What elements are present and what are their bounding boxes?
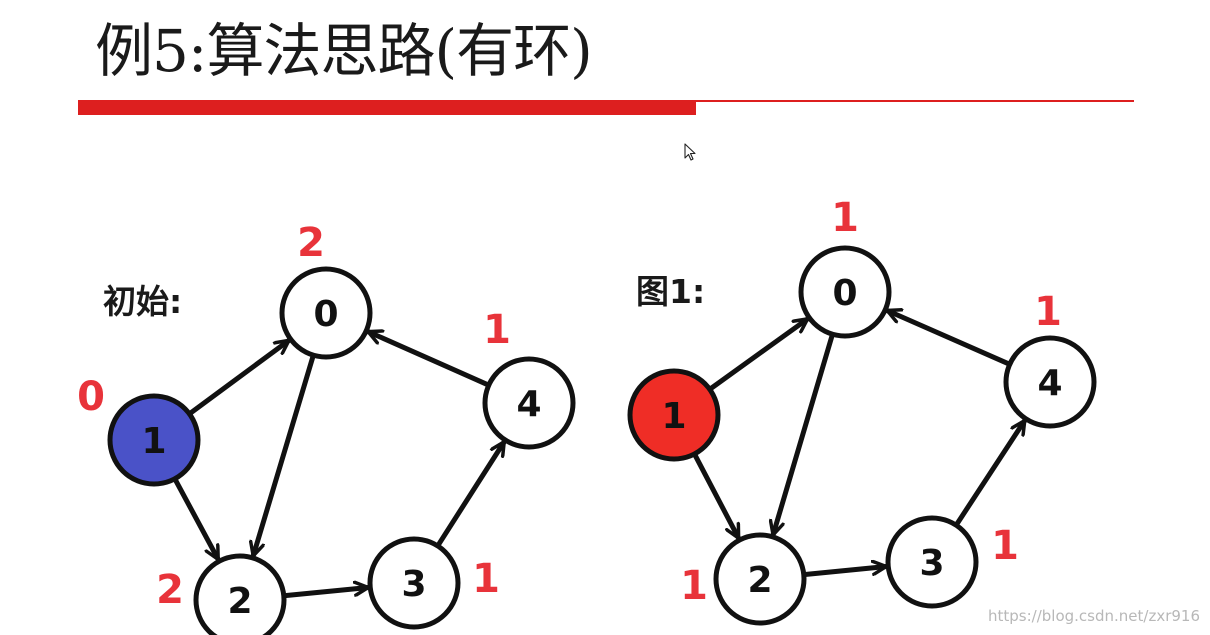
node-label: 3 [401, 564, 426, 605]
in-degree-label: 1 [483, 307, 511, 353]
node-label: 2 [747, 560, 772, 601]
graph-node-1 [107, 393, 201, 487]
in-degree-label: 1 [1034, 289, 1062, 335]
in-degree-label: 2 [297, 220, 325, 266]
graph-node-3 [367, 536, 461, 630]
graph-node-3 [885, 515, 979, 609]
node-label: 0 [832, 273, 857, 314]
in-degree-label: 0 [77, 374, 105, 420]
graph-node-4 [482, 356, 576, 450]
node-label: 4 [516, 384, 541, 425]
in-degree-label: 1 [991, 523, 1019, 569]
edge-3-to-4 [435, 439, 507, 549]
edge-3-to-4 [953, 417, 1028, 528]
in-degree-label: 2 [156, 567, 184, 613]
panel-label: 初始: [103, 282, 182, 321]
node-label: 4 [1037, 363, 1062, 404]
edge-0-to-2 [253, 352, 316, 559]
edge-2-to-3 [801, 567, 889, 578]
graph-node-1 [627, 368, 721, 462]
graph-node-4 [1003, 335, 1097, 429]
in-degree-label: 1 [472, 556, 500, 602]
edge-0-to-2 [773, 331, 836, 538]
edge-1-to-0 [707, 316, 811, 392]
graph-node-2 [193, 553, 287, 635]
graph-node-2 [713, 532, 807, 626]
mouse-cursor-icon [684, 143, 696, 161]
title-underline-thin [696, 100, 1134, 102]
edge-2-to-3 [281, 587, 371, 599]
title-underline-thick [78, 100, 696, 115]
node-label: 0 [313, 294, 338, 335]
graph-node-0 [798, 245, 892, 339]
graph-node-0 [279, 266, 373, 360]
in-degree-label: 1 [831, 195, 859, 241]
slide-title: 例5:算法思路(有环) [95, 17, 593, 85]
in-degree-label: 1 [680, 563, 708, 609]
edge-1-to-0 [186, 337, 292, 417]
edge-1-to-2 [172, 476, 221, 562]
edge-1-to-2 [691, 451, 742, 541]
edge-4-to-0 [365, 329, 492, 388]
node-label: 3 [919, 543, 944, 584]
edge-4-to-0 [884, 307, 1013, 367]
node-label: 1 [661, 396, 686, 437]
watermark: https://blog.csdn.net/zxr916 [988, 607, 1200, 625]
panel-label: 图1: [636, 272, 705, 311]
node-label: 1 [141, 421, 166, 462]
node-label: 2 [227, 581, 252, 622]
